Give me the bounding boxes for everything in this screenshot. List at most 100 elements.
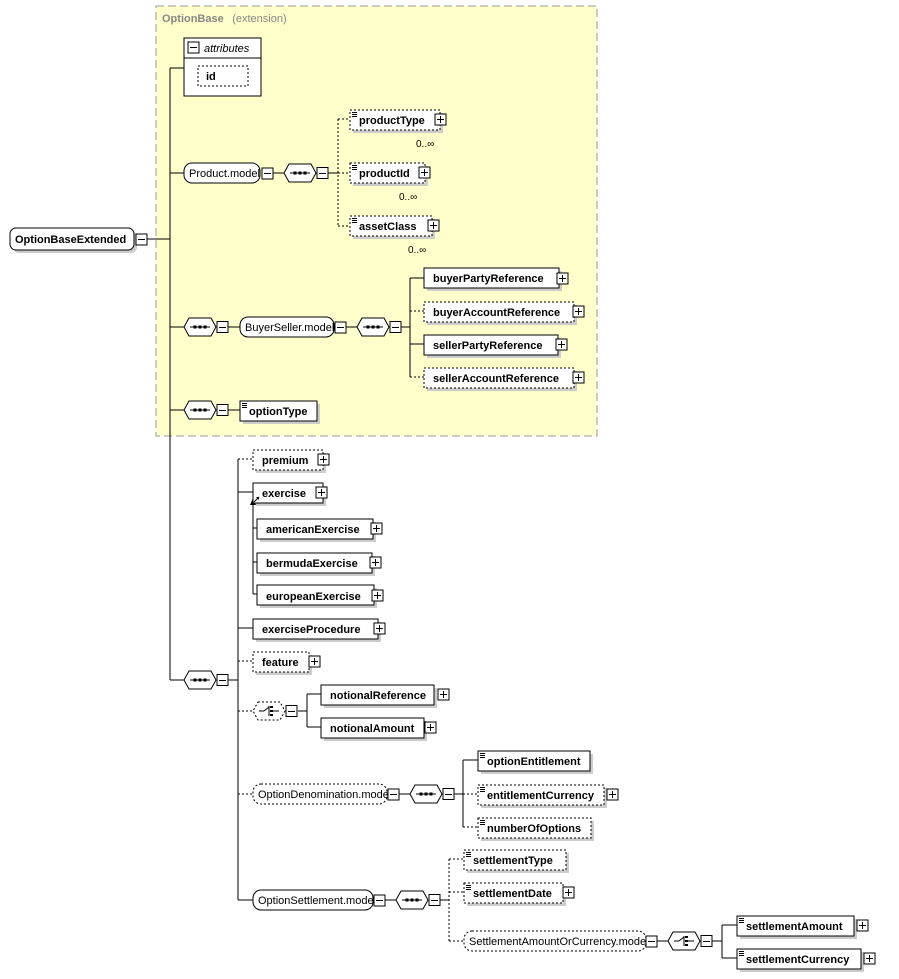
element-product-type[interactable]: productType 0..∞ [349,109,447,150]
collapse-icon[interactable] [442,788,455,800]
expand-icon[interactable] [418,166,431,179]
element-premium[interactable]: premium [252,449,330,473]
element-notional-amount[interactable]: notionalAmount [320,717,437,741]
element-number-of-options[interactable]: numberOfOptions [477,817,594,841]
sequence-compositor[interactable] [356,317,402,337]
element-settlement-amount[interactable]: settlementAmount [736,915,869,939]
text-content-icon [480,820,485,825]
collapse-icon[interactable] [316,167,329,179]
group-option-settlement-model[interactable]: OptionSettlement.model [252,889,386,911]
sequence-compositor[interactable] [283,163,329,183]
expand-icon[interactable] [434,113,447,126]
collapse-icon[interactable] [216,321,229,333]
collapse-icon[interactable] [187,41,200,54]
cardinality-label: 0..∞ [408,245,426,256]
group-label: OptionDenomination.model [258,789,391,801]
element-entitlement-currency[interactable]: entitlementCurrency [477,784,619,808]
expand-icon[interactable] [427,219,440,232]
sequence-compositor[interactable] [409,784,455,804]
root-element[interactable]: OptionBaseExtended [9,227,148,253]
element-exercise[interactable]: exercise [252,482,328,506]
sequence-compositor[interactable] [395,890,441,910]
element-feature[interactable]: feature [252,651,321,675]
expand-icon[interactable] [371,589,384,602]
sequence-compositor[interactable] [183,400,229,420]
expand-icon[interactable] [308,655,321,668]
expand-icon[interactable] [555,338,568,351]
expand-icon[interactable] [369,556,382,569]
element-label: feature [262,657,299,669]
collapse-icon[interactable] [216,404,229,416]
element-label: optionType [249,406,307,418]
expand-icon[interactable] [317,453,330,466]
collapse-icon[interactable] [387,788,400,801]
element-bermuda-exercise[interactable]: bermudaExercise [256,552,382,576]
element-european-exercise[interactable]: europeanExercise [256,584,384,608]
expand-icon[interactable] [856,919,869,932]
attributes-label: attributes [204,43,250,55]
element-label: settlementDate [473,888,552,900]
text-content-icon [352,218,357,223]
expand-icon[interactable] [562,886,575,899]
element-american-exercise[interactable]: americanExercise [256,518,383,542]
collapse-icon[interactable] [261,167,274,180]
group-buyerseller-model[interactable]: BuyerSeller.model [239,316,347,338]
expand-icon[interactable] [572,371,585,384]
text-content-icon [242,403,247,408]
element-label: sellerPartyReference [433,340,542,352]
group-option-denomination-model[interactable]: OptionDenomination.model [252,783,400,805]
root-label: OptionBaseExtended [15,234,126,246]
collapse-icon[interactable] [428,894,441,906]
expand-icon[interactable] [437,688,450,701]
collapse-icon[interactable] [700,935,713,947]
element-buyer-account-reference[interactable]: buyerAccountReference [423,301,585,325]
element-product-id[interactable]: productId 0..∞ [349,162,431,203]
element-buyer-party-reference[interactable]: buyerPartyReference [423,267,569,291]
element-label: settlementType [473,855,553,867]
choice-compositor[interactable] [252,701,298,721]
compositors [183,163,713,951]
expand-icon[interactable] [424,721,437,734]
element-seller-account-reference[interactable]: sellerAccountReference [423,367,585,391]
element-label: exerciseProcedure [262,624,360,636]
element-label: bermudaExercise [266,558,358,570]
expand-icon[interactable] [606,788,619,801]
element-label: productId [359,168,410,180]
group-label: Product.model [189,168,260,180]
expand-icon[interactable] [863,952,876,965]
collapse-icon[interactable] [285,705,298,717]
element-notional-reference[interactable]: notionalReference [320,684,450,708]
collapse-icon[interactable] [389,321,402,333]
element-exercise-procedure[interactable]: exerciseProcedure [252,618,386,642]
expand-icon[interactable] [315,486,328,499]
element-label: entitlementCurrency [487,790,595,802]
expand-icon[interactable] [370,522,383,535]
collapse-icon[interactable] [135,233,148,246]
text-content-icon [480,753,485,758]
element-label: notionalAmount [330,723,415,735]
sequence-compositor[interactable] [183,670,229,690]
element-option-type[interactable]: optionType [239,400,320,424]
cardinality-label: 0..∞ [416,139,434,150]
element-option-entitlement[interactable]: optionEntitlement [477,750,593,774]
sequence-compositor[interactable] [183,317,229,337]
expand-icon[interactable] [556,272,569,285]
group-settlement-amount-or-currency-model[interactable]: SettlementAmountOrCurrency.model [463,930,658,952]
collapse-icon[interactable] [334,321,347,334]
choice-compositor[interactable] [667,931,713,951]
element-settlement-type[interactable]: settlementType [463,849,569,873]
element-label: productType [359,115,425,127]
element-asset-class[interactable]: assetClass 0..∞ [349,215,440,256]
group-label: BuyerSeller.model [245,322,334,334]
expand-icon[interactable] [572,305,585,318]
collapse-icon[interactable] [373,894,386,907]
group-product-model[interactable]: Product.model [183,162,274,184]
element-settlement-currency[interactable]: settlementCurrency [736,948,876,972]
collapse-icon[interactable] [216,674,229,686]
expand-icon[interactable] [373,622,386,635]
collapse-icon[interactable] [645,935,658,948]
element-seller-party-reference[interactable]: sellerPartyReference [423,334,568,358]
cardinality-label: 0..∞ [399,192,417,203]
element-settlement-date[interactable]: settlementDate [463,882,575,906]
